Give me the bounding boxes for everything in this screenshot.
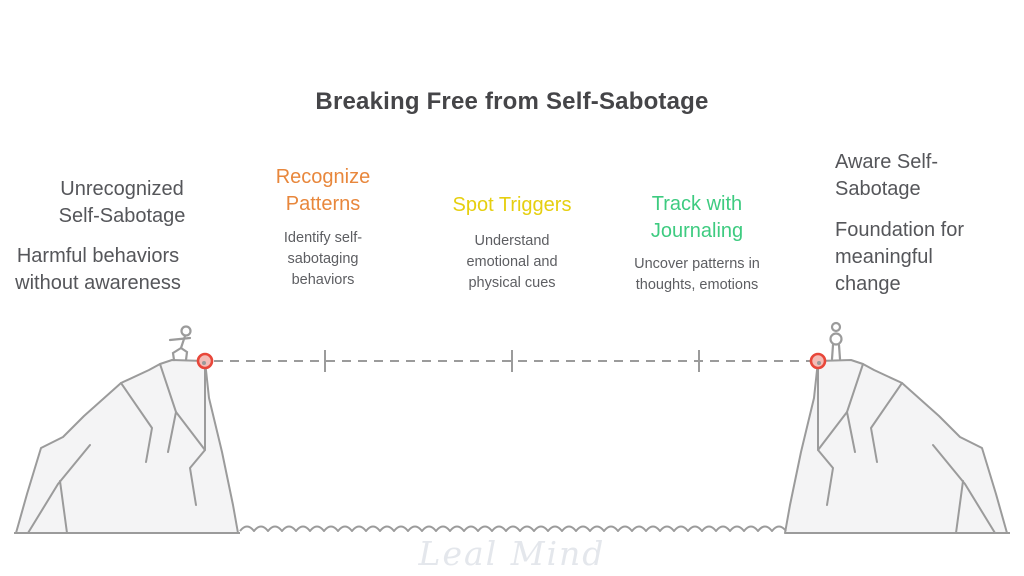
stage-unrecognized-self-sabotage: Unrecognized Self-Sabotage Harmful behav… [0, 176, 196, 297]
stage-aware-self-sabotage: Aware Self-Sabotage Foundation for meani… [835, 149, 995, 298]
climber-figure-left [168, 325, 192, 362]
person-figure-right [829, 321, 843, 361]
stage-body: Foundation for meaningful change [835, 219, 964, 295]
stage-spot-triggers: Spot Triggers Understand emotional and p… [438, 192, 586, 294]
right-cliff [784, 359, 1008, 534]
page-title: Breaking Free from Self-Sabotage [315, 88, 709, 115]
stage-heading: Unrecognized Self-Sabotage [58, 178, 186, 227]
anchor-point-left [196, 352, 214, 370]
stage-body: Uncover patterns in thoughts, emotions [634, 256, 760, 293]
stage-heading: Aware Self-Sabotage [835, 151, 939, 200]
water-wave [239, 525, 787, 532]
stage-track-with-journaling: Track with Journaling Uncover patterns i… [618, 191, 776, 296]
anchor-point-right [809, 352, 827, 370]
stage-body: Understand emotional and physical cues [466, 233, 558, 291]
stage-body: Identify self-sabotaging behaviors [283, 230, 363, 288]
stage-heading: Spot Triggers [452, 194, 572, 216]
stage-heading: Recognize Patterns [275, 166, 371, 215]
watermark-logo: Leal Mind [418, 534, 606, 573]
stage-body: Harmful behaviors without awareness [15, 245, 181, 294]
stage-heading: Track with Journaling [650, 193, 744, 242]
stage-recognize-patterns: Recognize Patterns Identify self-sabotag… [257, 164, 389, 291]
left-cliff [15, 359, 239, 534]
